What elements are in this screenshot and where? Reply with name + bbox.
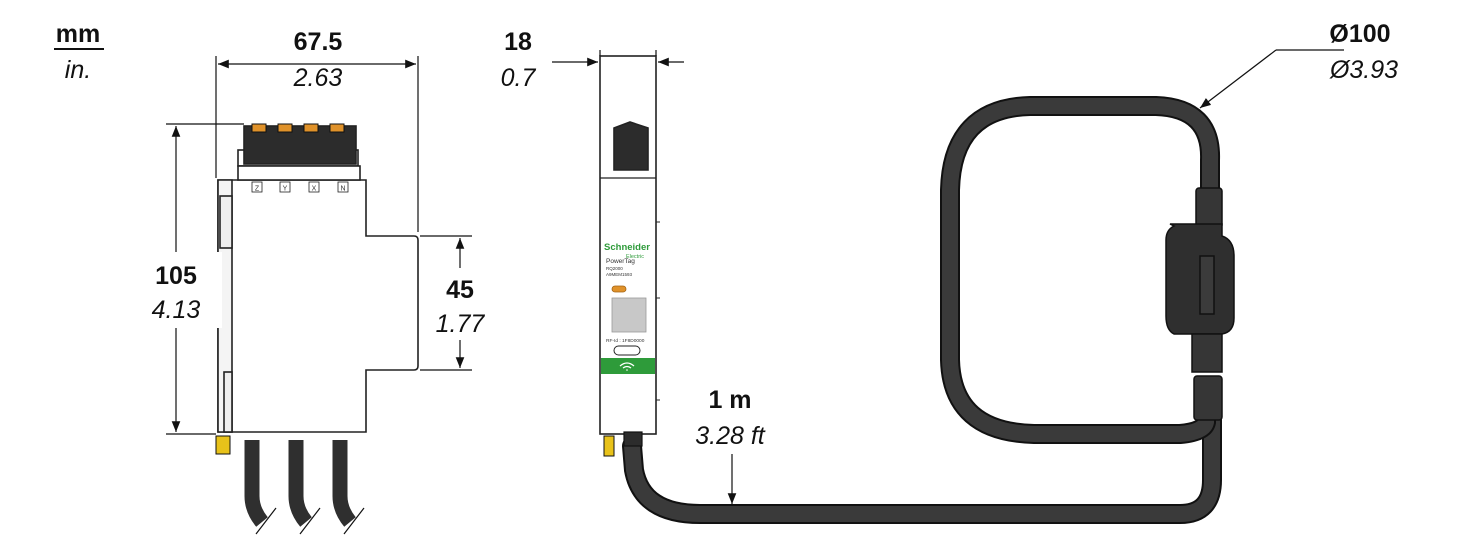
sensor-cable xyxy=(622,96,1222,524)
height-in-label: 4.13 xyxy=(152,296,201,324)
terminal-z: Z xyxy=(255,186,260,193)
module-width-in-label: 0.7 xyxy=(501,64,537,92)
width-in-label: 2.63 xyxy=(293,64,343,92)
product-label: PowerTag xyxy=(606,258,635,265)
unit-mm: mm xyxy=(56,20,100,48)
terminal-labels xyxy=(251,181,349,193)
model-label: RQ2000 xyxy=(606,266,623,271)
brand-sub-label: Electric xyxy=(626,254,644,260)
width-mm-label: 67.5 xyxy=(294,28,343,56)
ref-label: A9MEM1593 xyxy=(606,272,633,277)
wireless-icon xyxy=(619,362,635,371)
front-height-in-label: 1.77 xyxy=(436,310,486,338)
front-labels: Schneider Electric PowerTag RQ2000 A9MEM… xyxy=(604,242,650,344)
front-height-mm-label: 45 xyxy=(446,276,474,304)
unit-legend: mm in. xyxy=(54,20,104,84)
front-view xyxy=(599,55,660,457)
rf-id-label: RF-Id : 1F8D0000 xyxy=(606,338,645,344)
unit-in: in. xyxy=(65,56,91,84)
side-view xyxy=(215,123,419,535)
terminal-screws xyxy=(251,123,345,133)
loop-diameter-mm-label: Ø100 xyxy=(1329,20,1390,48)
dimension-width xyxy=(215,56,419,232)
height-mm-label: 105 xyxy=(155,262,197,290)
loop-diameter-in-label: Ø3.93 xyxy=(1329,56,1398,84)
terminal-y: Y xyxy=(283,186,288,193)
loop-connector xyxy=(1165,187,1235,421)
dimension-loop-diameter xyxy=(1199,49,1344,109)
terminal-x: X xyxy=(312,186,317,193)
terminal-letter-group: Z Y X N xyxy=(255,186,346,193)
cable-length-m-label: 1 m xyxy=(708,386,751,414)
dimension-module-width xyxy=(552,50,684,67)
brand-label: Schneider xyxy=(604,242,650,253)
module-width-mm-label: 18 xyxy=(504,28,532,56)
terminal-n: N xyxy=(340,186,345,193)
side-cables xyxy=(244,440,356,527)
cable-length-ft-label: 3.28 ft xyxy=(695,422,766,450)
